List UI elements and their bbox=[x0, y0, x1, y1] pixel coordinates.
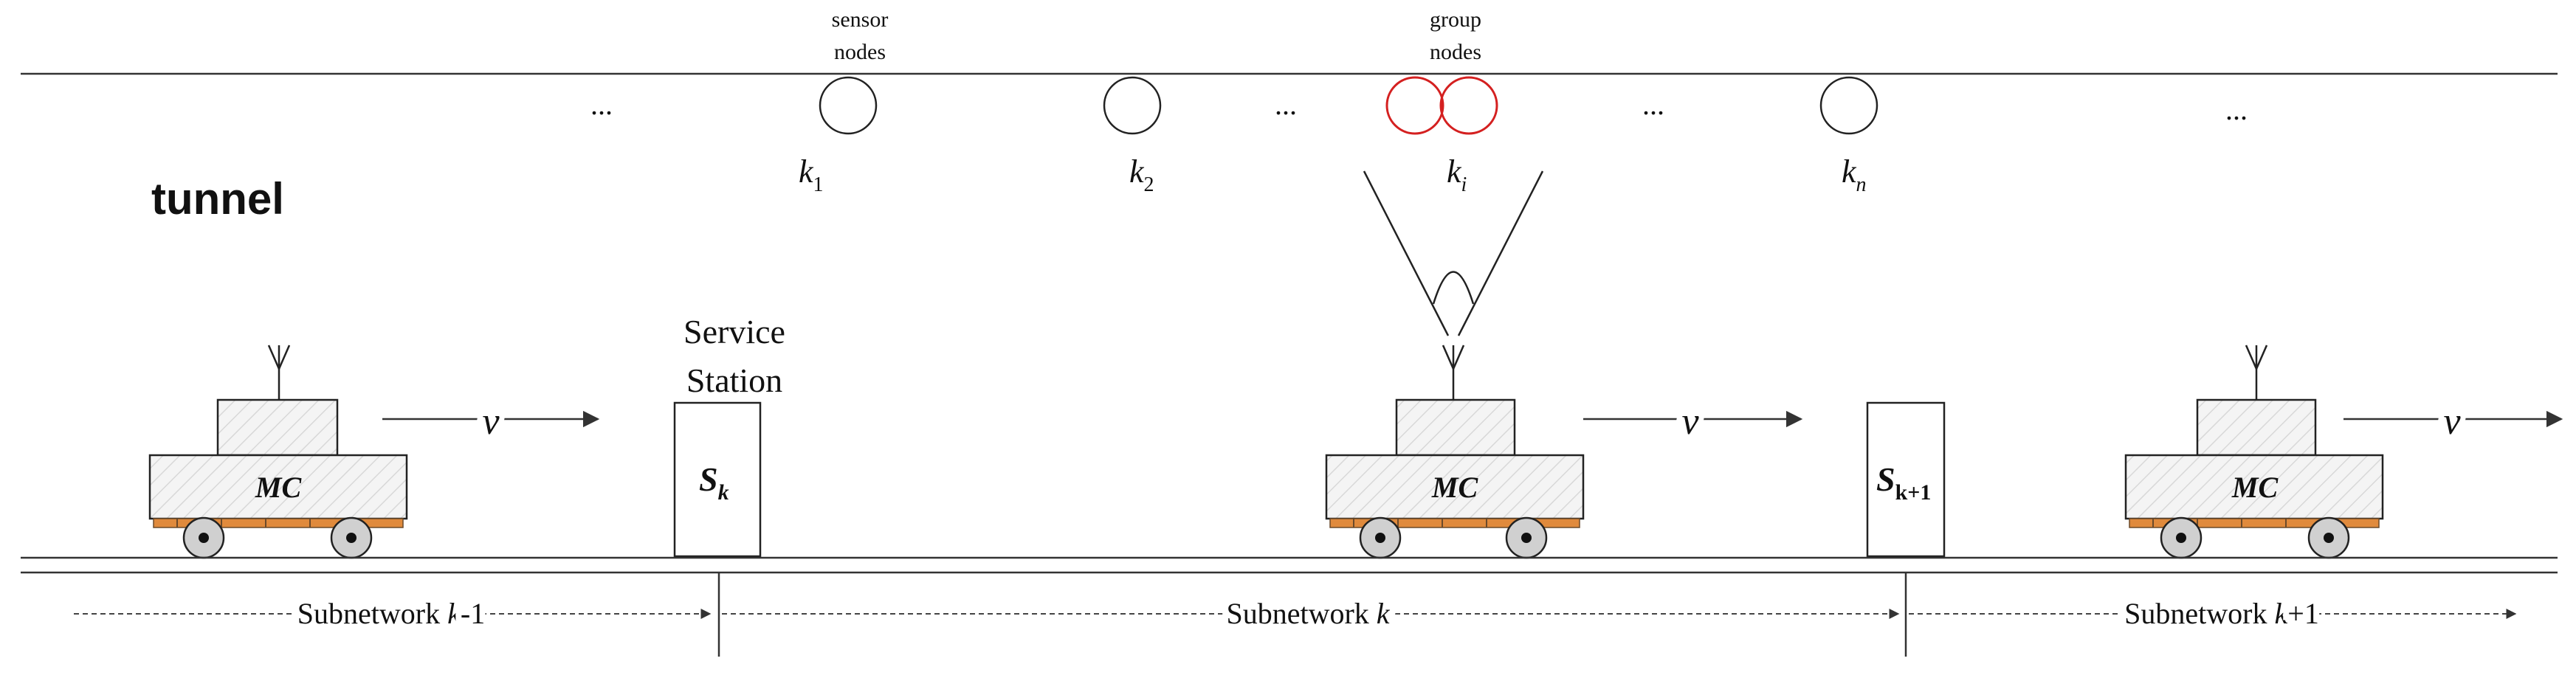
velocity-label-1: v bbox=[482, 401, 500, 443]
station-label-sk: Sk bbox=[699, 460, 729, 505]
subnetwork-label-2-var: k bbox=[1377, 597, 1391, 630]
sensor-node-kn bbox=[1819, 76, 1878, 135]
sensor-nodes-label-line2: nodes bbox=[834, 40, 886, 64]
service-station-label-line1: Service bbox=[683, 313, 785, 350]
node-label-k1-sub: 1 bbox=[813, 173, 824, 196]
velocity-arrow-2: v bbox=[1583, 395, 1803, 448]
group-node-right bbox=[1439, 76, 1498, 135]
subnetwork-label-3-prefix: Subnetwork bbox=[2124, 597, 2274, 630]
node-label-k1-base: k bbox=[799, 153, 814, 190]
velocity-label-2: v bbox=[1681, 401, 1699, 443]
subnetwork-label-2: Subnetwork k bbox=[1226, 597, 1390, 630]
ellipsis-1: ... bbox=[590, 88, 613, 121]
station-label-sk1: Sk+1 bbox=[1876, 460, 1931, 505]
subnetwork-label-3-suffix: +1 bbox=[2287, 597, 2319, 630]
group-node-left bbox=[1385, 76, 1444, 135]
group-nodes-label-line1: group bbox=[1430, 7, 1481, 32]
mobile-charger-3: MC bbox=[2124, 345, 2384, 559]
subnetwork-label-1: Subnetwork k-1 bbox=[297, 597, 485, 630]
sensor-node-k2 bbox=[1103, 76, 1162, 135]
subnetwork-label-1-suffix: -1 bbox=[461, 597, 485, 630]
sensor-nodes-label-line1: sensor bbox=[832, 7, 889, 32]
antenna-icon bbox=[2245, 345, 2268, 400]
antenna-icon bbox=[1442, 345, 1465, 400]
ellipsis-4: ... bbox=[2225, 93, 2248, 126]
node-label-ki: ki bbox=[1447, 153, 1467, 196]
station-label-sk-sub: k bbox=[718, 480, 729, 505]
velocity-label-3: v bbox=[2443, 401, 2461, 443]
vehicle-label-3: MC bbox=[2231, 471, 2279, 504]
tunnel-label: tunnel bbox=[151, 174, 284, 224]
mobile-charger-1: MC bbox=[148, 345, 408, 559]
mobile-charger-2: MC bbox=[1325, 345, 1585, 559]
antenna-icon bbox=[267, 345, 291, 400]
group-nodes-label-line2: nodes bbox=[1430, 40, 1481, 64]
subnetwork-label-3: Subnetwork k+1 bbox=[2124, 597, 2319, 630]
service-station-label-line2: Station bbox=[686, 362, 782, 399]
node-label-ki-sub: i bbox=[1461, 173, 1467, 196]
ellipsis-3: ... bbox=[1642, 88, 1664, 121]
node-label-k2-base: k bbox=[1129, 153, 1145, 190]
node-label-kn-base: k bbox=[1842, 153, 1857, 190]
subnetwork-label-1-prefix: Subnetwork bbox=[297, 597, 447, 630]
subnetwork-label-2-prefix: Subnetwork bbox=[1226, 597, 1376, 630]
sensor-node-k1 bbox=[819, 76, 878, 135]
antenna-beam bbox=[1363, 170, 1544, 336]
node-label-k2: k2 bbox=[1129, 153, 1154, 196]
node-label-k2-sub: 2 bbox=[1144, 173, 1154, 196]
station-label-sk-base: S bbox=[699, 460, 718, 498]
vehicle-label-2: MC bbox=[1431, 471, 1479, 504]
service-station-sk bbox=[673, 401, 762, 558]
vehicle-label-1: MC bbox=[255, 471, 303, 504]
ellipsis-2: ... bbox=[1275, 88, 1297, 121]
node-label-kn-sub: n bbox=[1856, 173, 1867, 196]
subnetwork-label-3-var: k bbox=[2275, 597, 2289, 630]
station-label-sk1-base: S bbox=[1876, 460, 1895, 498]
velocity-arrow-3: v bbox=[2343, 395, 2563, 448]
service-station-sk1 bbox=[1866, 401, 1946, 558]
node-label-k1: k1 bbox=[799, 153, 824, 196]
node-label-kn: kn bbox=[1842, 153, 1867, 196]
velocity-arrow-1: v bbox=[382, 395, 600, 448]
station-label-sk1-sub: k+1 bbox=[1895, 480, 1932, 505]
subnetwork-label-1-var: k bbox=[447, 597, 461, 630]
node-label-ki-base: k bbox=[1447, 153, 1462, 190]
